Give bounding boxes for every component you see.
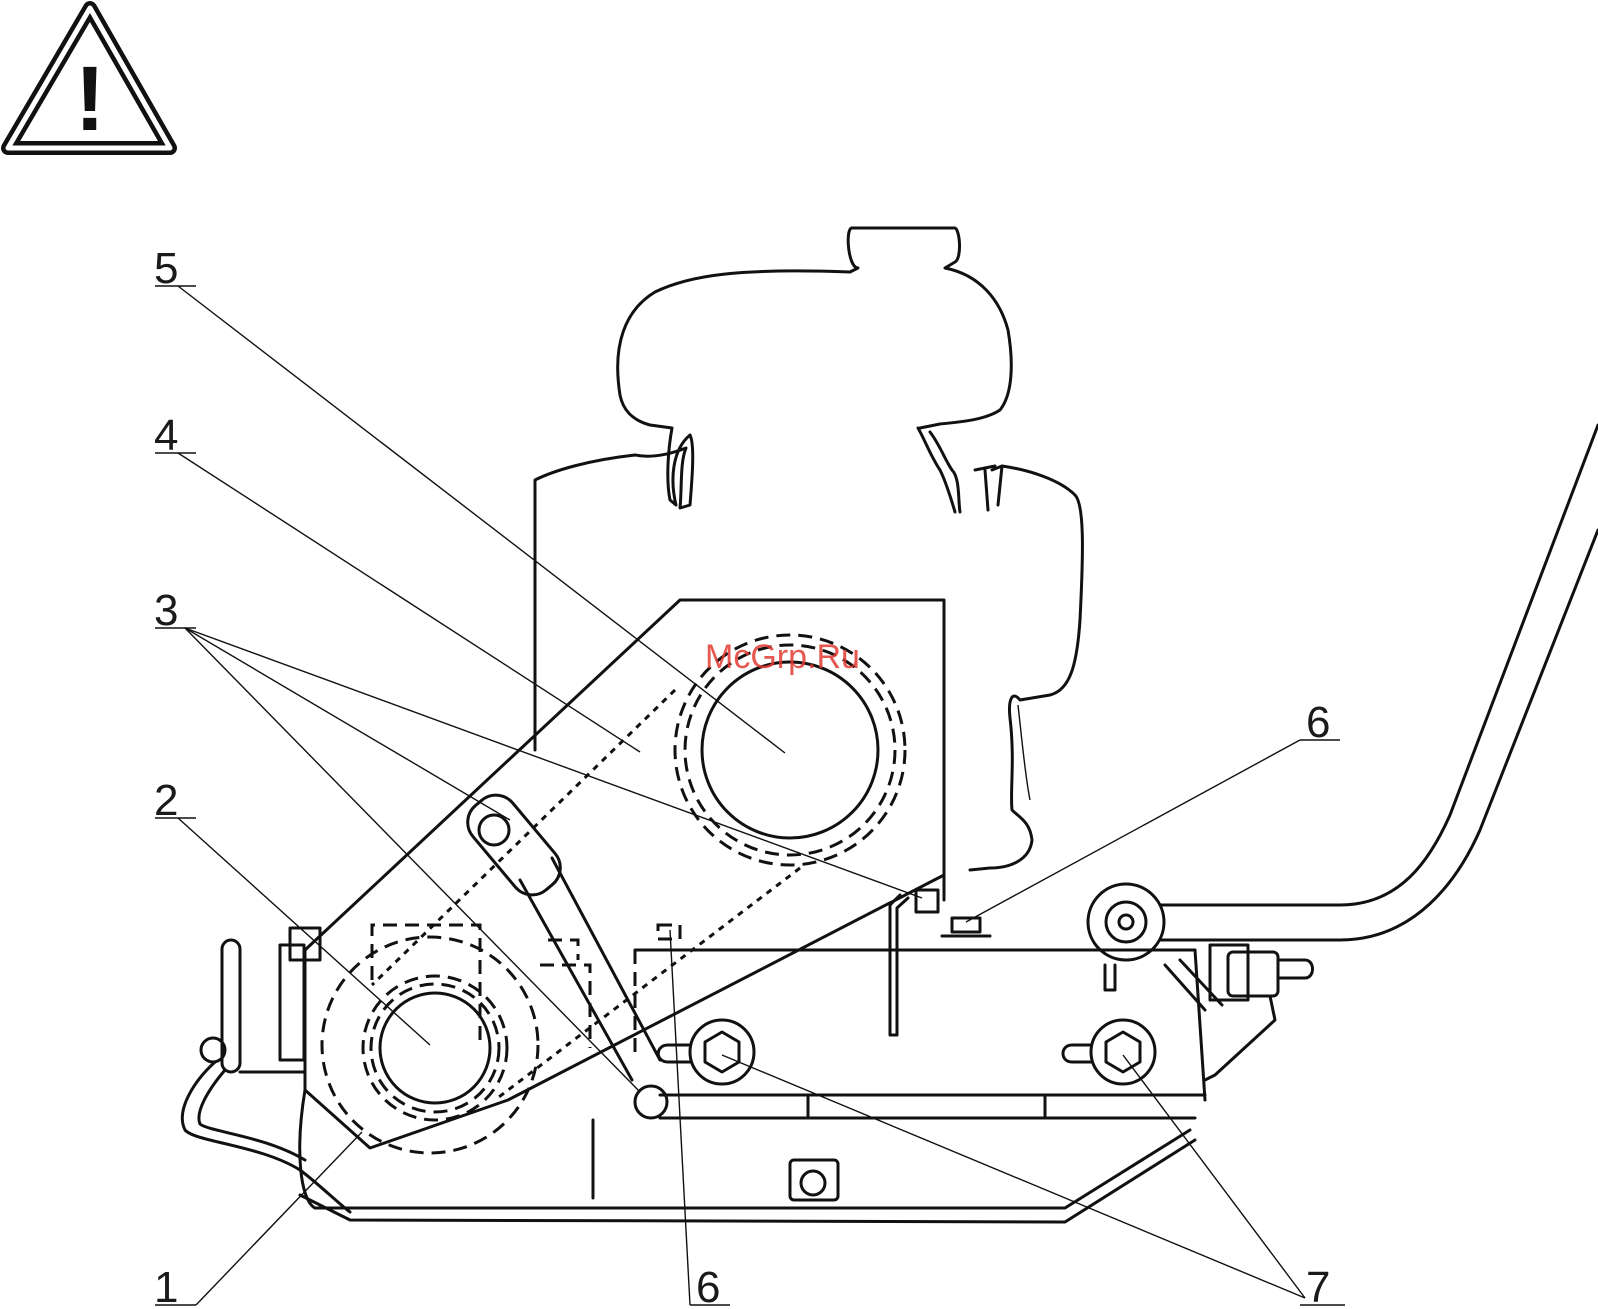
callout-3: 3 xyxy=(154,586,178,635)
callout-2: 2 xyxy=(154,776,178,825)
base-frame xyxy=(593,950,1205,1200)
engine-outline xyxy=(535,228,1082,870)
callout-6-upper: 6 xyxy=(1306,698,1330,747)
callout-4: 4 xyxy=(154,411,178,460)
warning-triangle-icon: ! xyxy=(8,8,170,150)
callout-5: 5 xyxy=(154,244,178,293)
callout-6-lower: 6 xyxy=(696,1263,720,1309)
mounting-bolts xyxy=(658,1020,1155,1084)
warning-symbol: ! xyxy=(75,48,106,150)
callout-7: 7 xyxy=(1306,1263,1330,1309)
engine-mount-bolt xyxy=(890,890,990,1035)
internal-frame xyxy=(372,925,1080,1060)
callout-1: 1 xyxy=(154,1263,178,1309)
watermark: McGrp.Ru xyxy=(705,638,860,676)
leader-lines xyxy=(155,286,1345,1305)
vibrating-plate xyxy=(300,1090,1195,1222)
guide-handle xyxy=(1088,425,1598,1080)
